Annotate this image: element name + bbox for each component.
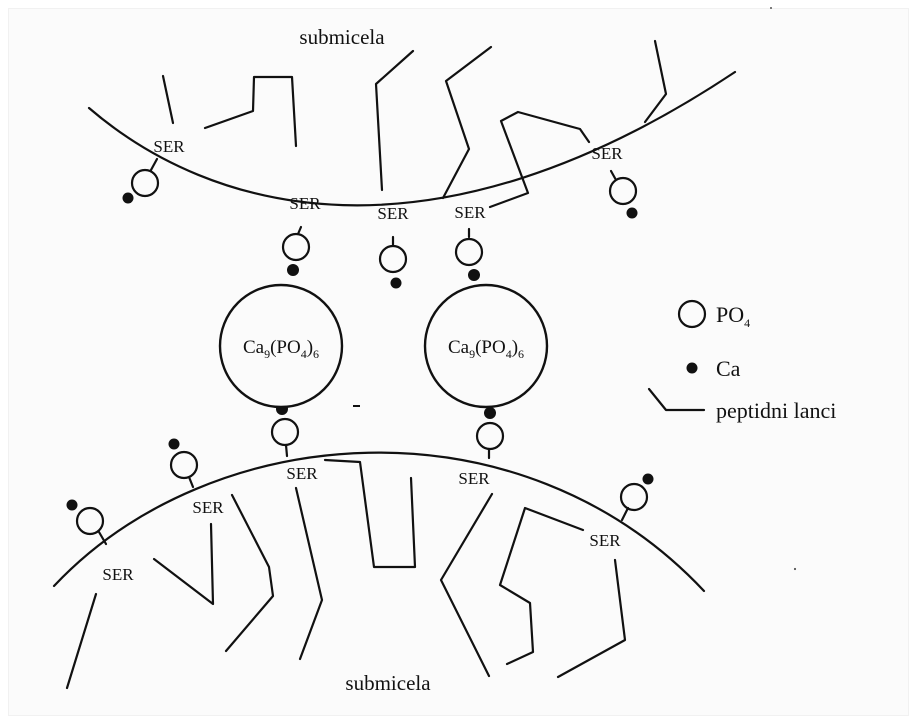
ser-phosphate-group [608,169,638,219]
peptide-chain [65,592,98,690]
ser-label: SER [377,204,409,223]
peptide-chain [488,110,591,209]
ser-label: SER [591,144,623,163]
ser-label: SER [454,203,486,222]
top-submicelle-boundary [87,70,737,207]
peptide-chain [643,39,668,124]
ser-phosphate-group [475,407,505,460]
cluster-formula-left: Ca9(PO4)6 [243,337,319,361]
scan-dot [770,7,772,9]
peptide-chain [294,486,324,661]
legend: PO4 Ca peptidni lanci [647,299,836,423]
top-submicelle-label: submicela [299,25,385,49]
peptide-chain [374,49,415,192]
calcium-phosphate-cluster [423,283,549,409]
phosphate-legend-icon [677,299,707,329]
phosphate-legend-label: PO4 [716,302,750,330]
ser-label: SER [589,531,621,550]
ser-phosphate-group [168,438,199,489]
peptide-chain [556,558,627,679]
peptide-chain [161,74,175,125]
peptide-chain [203,75,298,148]
ser-label: SER [286,464,318,483]
ser-label: SER [153,137,185,156]
bottom-submicelle-label: submicela [345,671,431,695]
bottom-submicelle-boundary [52,451,706,593]
calcium-phosphate-cluster [218,283,344,409]
calcium-legend-label: Ca [716,356,741,381]
ser-phosphate-group [454,227,484,281]
peptide-chain [152,522,215,606]
peptide-chain-legend-label: peptidni lanci [716,398,836,423]
ser-label: SER [192,498,224,517]
ser-phosphate-group [122,157,160,204]
peptide-chain [439,492,494,678]
peptide-chain-legend-icon [647,387,706,412]
scan-dot [793,567,797,571]
calcium-legend-icon [686,362,698,374]
peptide-chain [441,45,493,200]
cluster-formula-right: Ca9(PO4)6 [448,337,524,361]
ser-label: SER [289,194,321,213]
ser-phosphate-group [378,235,408,289]
ser-phosphate-group [66,499,108,546]
ser-label: SER [102,565,134,584]
ser-phosphate-group [270,403,300,458]
peptide-chain [323,458,417,569]
ser-label: SER [458,469,490,488]
ser-phosphate-group [281,225,311,276]
peptide-chain [498,506,585,666]
ser-phosphate-group [619,473,654,522]
peptide-chain [224,493,275,653]
